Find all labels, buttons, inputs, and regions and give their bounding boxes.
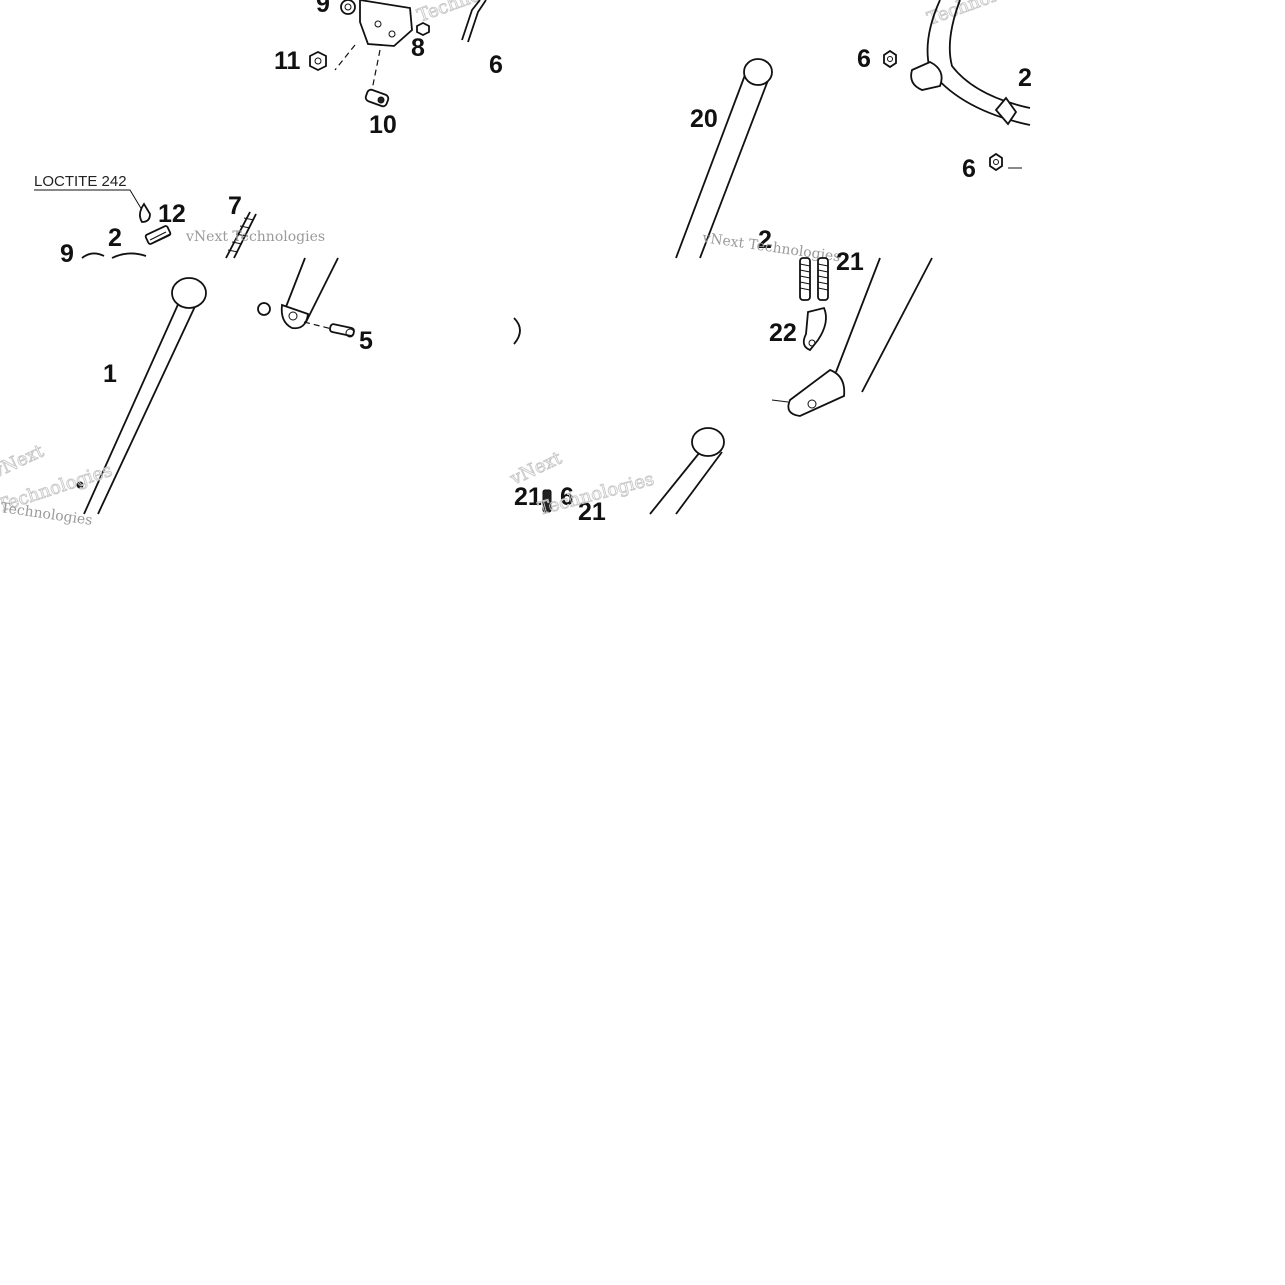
callout-6: 6 [489,51,503,79]
callout-7: 7 [228,192,242,220]
callout-20: 20 [690,105,718,133]
spring-icon [799,257,829,301]
tile-top-left: Technologies 9 11 8 6 [34,0,534,268]
tile-bottom-left: 1 5 vNext Technologies Technologies [0,257,373,529]
tile-bottom-right: 21 22 21 6 21 vNext Technologies [506,248,933,526]
callout-10: 10 [369,111,397,139]
washer-icon [340,0,356,15]
bolt-icon [144,225,172,245]
clamp-icon [257,257,355,338]
tube-icon [649,427,725,515]
threaded-rod-icon [225,211,257,259]
callout-2: 2 [758,226,772,254]
nut-icon [989,152,1003,172]
small-nut-icon [416,21,430,37]
tube-icon [675,58,773,259]
callout-8: 8 [411,34,425,62]
watermark-text: vNext Technologies [185,229,325,245]
callout-9-lower: 9 [60,240,74,268]
watermark-text: Technologies [0,500,93,529]
callout-21: 21 [836,248,864,276]
callout-2: 2 [108,224,122,252]
bolt-icon [364,88,390,108]
frame-tube-icon [910,0,1031,126]
loctite-note: LOCTITE 242 [34,173,127,190]
callout-1: 1 [103,360,117,388]
callout-21: 21 [514,483,542,511]
bracket-assembly [309,0,487,108]
nut-icon [309,50,327,72]
callout-21: 21 [578,498,606,526]
callout-2: 2 [1018,64,1032,92]
spring-icon [542,489,552,513]
callout-5: 5 [359,327,373,355]
watermark-text: vNext [0,440,48,483]
tile-top-right: Technologies 20 2 vNext Technologies 6 2… [675,0,1044,265]
tube-icon [76,277,207,515]
callout-11: 11 [274,47,301,75]
nut-icon [883,49,897,69]
callout-22: 22 [769,319,797,347]
callout-6: 6 [857,45,871,73]
drop-icon [139,202,151,223]
watermark-text: Technologies [925,0,1044,30]
callout-6: 6 [962,155,976,183]
callout-6: 6 [560,483,574,511]
callout-12: 12 [158,200,186,228]
callout-9: 9 [316,0,330,18]
frame-tube-icon [771,257,933,417]
